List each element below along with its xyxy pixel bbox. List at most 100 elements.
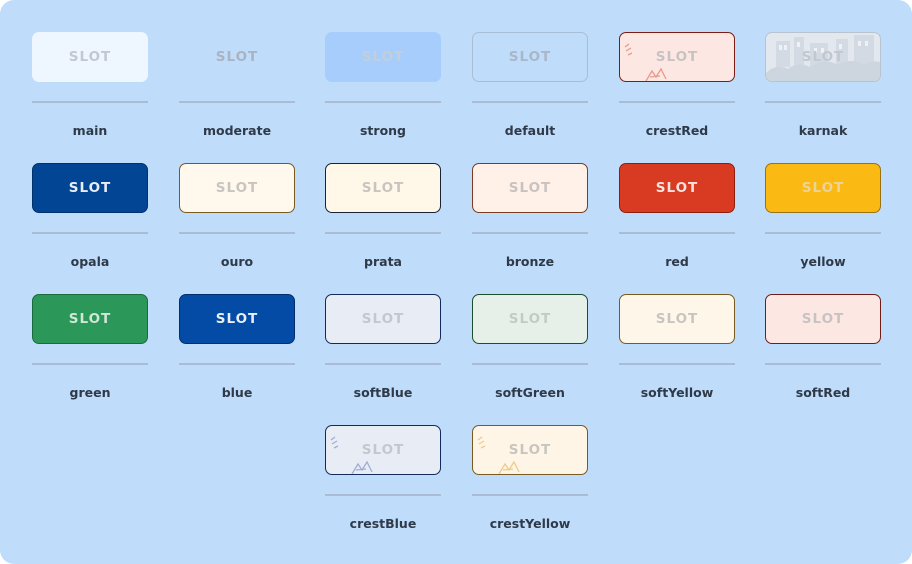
slot-text: SLOT: [215, 49, 259, 65]
divider: [472, 101, 588, 103]
slot-box: SLOT: [32, 294, 148, 344]
swatch-label: green: [69, 385, 111, 400]
slot-text: SLOT: [508, 311, 552, 327]
divider: [325, 101, 441, 103]
slot-box: SLOT: [325, 294, 441, 344]
divider: [179, 232, 295, 234]
slot-box: SLOT: [619, 163, 735, 213]
swatch-crestRed: SLOT crestRed: [619, 32, 735, 142]
slot-text: SLOT: [68, 180, 112, 196]
swatch-strong: SLOT strong: [325, 32, 441, 142]
divider: [472, 232, 588, 234]
slot-box: SLOT: [325, 32, 441, 82]
divider: [179, 363, 295, 365]
slot-box: SLOT: [32, 163, 148, 213]
swatch-yellow: SLOT yellow: [765, 163, 881, 273]
divider: [32, 101, 148, 103]
swatch-label: yellow: [800, 254, 846, 269]
slot-text: SLOT: [508, 49, 552, 65]
swatch-ouro: SLOT ouro: [179, 163, 295, 273]
slot-text: SLOT: [215, 180, 259, 196]
slot-text: SLOT: [68, 49, 112, 65]
divider: [619, 363, 735, 365]
swatch-opala: SLOT opala: [32, 163, 148, 273]
divider: [472, 363, 588, 365]
swatch-label: softYellow: [640, 385, 714, 400]
swatch-main: SLOT main: [32, 32, 148, 142]
slot-box: SLOT: [325, 425, 441, 475]
slot-text: SLOT: [655, 180, 699, 196]
divider: [765, 232, 881, 234]
swatch-label: default: [504, 123, 556, 138]
swatch-karnak: SLOT karnak: [765, 32, 881, 142]
slot-box: SLOT: [765, 294, 881, 344]
slot-box: SLOT: [619, 32, 735, 82]
slot-box: SLOT: [472, 32, 588, 82]
swatch-softBlue: SLOT softBlue: [325, 294, 441, 404]
swatch-softYellow: SLOT softYellow: [619, 294, 735, 404]
swatch-label: softBlue: [353, 385, 413, 400]
swatch-prata: SLOT prata: [325, 163, 441, 273]
slot-box: SLOT: [325, 163, 441, 213]
slot-text: SLOT: [215, 311, 259, 327]
swatch-bronze: SLOT bronze: [472, 163, 588, 273]
slot-text: SLOT: [508, 442, 552, 458]
slot-text: SLOT: [801, 311, 845, 327]
slot-text: SLOT: [361, 180, 405, 196]
swatch-label: karnak: [798, 123, 848, 138]
divider: [619, 232, 735, 234]
slot-box: SLOT: [179, 294, 295, 344]
swatch-label: softRed: [795, 385, 851, 400]
swatch-label: bronze: [505, 254, 555, 269]
swatch-moderate: SLOT moderate: [179, 32, 295, 142]
slot-box: SLOT: [619, 294, 735, 344]
swatch-softRed: SLOT softRed: [765, 294, 881, 404]
slot-text: SLOT: [655, 49, 699, 65]
swatch-label: red: [665, 254, 689, 269]
divider: [472, 494, 588, 496]
slot-text: SLOT: [801, 49, 845, 65]
divider: [619, 101, 735, 103]
slot-box: SLOT: [765, 32, 881, 82]
swatch-label: prata: [364, 254, 402, 269]
slot-text: SLOT: [68, 311, 112, 327]
slot-box: SLOT: [765, 163, 881, 213]
swatch-label: opala: [70, 254, 110, 269]
slot-box: SLOT: [32, 32, 148, 82]
swatch-blue: SLOT blue: [179, 294, 295, 404]
swatch-crestYellow: SLOT crestYellow: [472, 425, 588, 535]
swatch-label: blue: [221, 385, 253, 400]
slot-box: SLOT: [472, 425, 588, 475]
swatch-label: crestBlue: [349, 516, 417, 531]
divider: [325, 232, 441, 234]
slot-box: SLOT: [472, 163, 588, 213]
swatch-default: SLOT default: [472, 32, 588, 142]
divider: [32, 232, 148, 234]
swatch-label: main: [72, 123, 108, 138]
swatch-label: ouro: [220, 254, 254, 269]
swatch-label: moderate: [202, 123, 272, 138]
swatch-label: crestYellow: [489, 516, 571, 531]
slot-text: SLOT: [361, 49, 405, 65]
swatch-red: SLOT red: [619, 163, 735, 273]
divider: [325, 363, 441, 365]
swatch-softGreen: SLOT softGreen: [472, 294, 588, 404]
slot-box: SLOT: [179, 32, 295, 82]
swatch-label: crestRed: [645, 123, 709, 138]
divider: [32, 363, 148, 365]
swatch-label: softGreen: [495, 385, 565, 400]
divider: [765, 101, 881, 103]
slot-box: SLOT: [472, 294, 588, 344]
divider: [765, 363, 881, 365]
divider: [325, 494, 441, 496]
slot-text: SLOT: [508, 180, 552, 196]
slot-box: SLOT: [179, 163, 295, 213]
slot-text: SLOT: [801, 180, 845, 196]
swatch-label: strong: [359, 123, 406, 138]
slot-text: SLOT: [361, 311, 405, 327]
slot-text: SLOT: [655, 311, 699, 327]
swatch-crestBlue: SLOT crestBlue: [325, 425, 441, 535]
slot-text: SLOT: [361, 442, 405, 458]
divider: [179, 101, 295, 103]
